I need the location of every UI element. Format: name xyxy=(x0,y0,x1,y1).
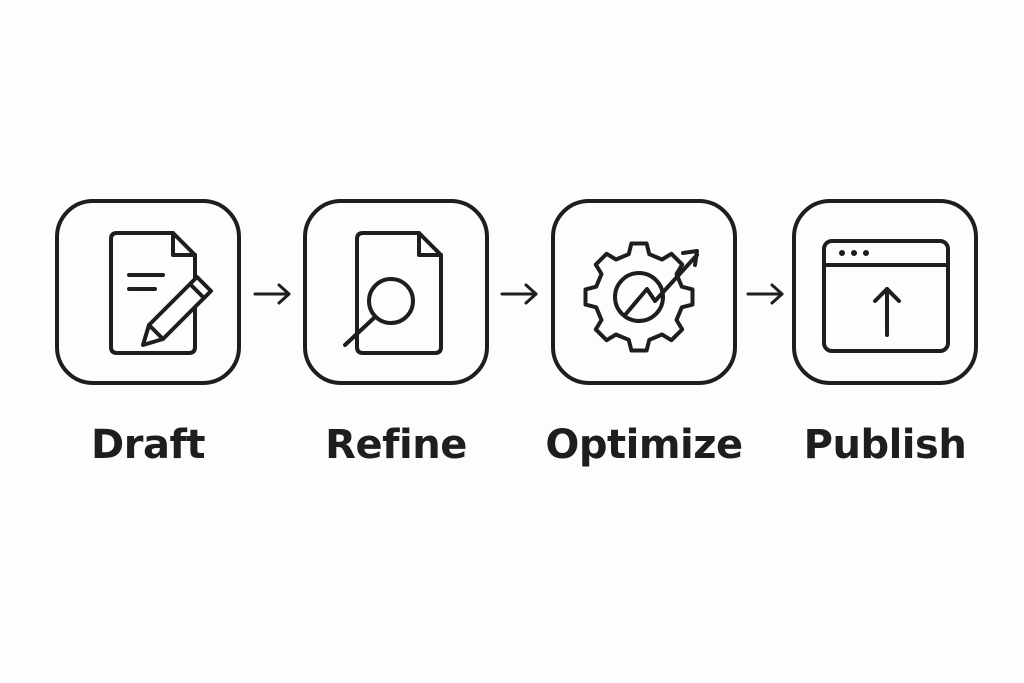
gear-trend-arrow-icon xyxy=(583,241,699,353)
document-pencil-icon xyxy=(109,231,213,355)
step-optimize-box xyxy=(551,199,737,385)
step-publish-label: Publish xyxy=(803,422,967,468)
browser-upload-icon xyxy=(822,239,950,353)
gear-outline xyxy=(583,241,695,353)
step-refine-box xyxy=(303,199,489,385)
document-magnifier-icon xyxy=(343,231,443,355)
right-arrow-icon xyxy=(500,283,538,305)
step-publish-box xyxy=(792,199,978,385)
right-arrow-icon xyxy=(253,283,291,305)
step-refine-label: Refine xyxy=(325,422,467,468)
step-draft-box xyxy=(55,199,241,385)
right-arrow-icon xyxy=(746,283,784,305)
step-draft-label: Draft xyxy=(91,422,205,468)
step-optimize-label: Optimize xyxy=(545,422,743,468)
